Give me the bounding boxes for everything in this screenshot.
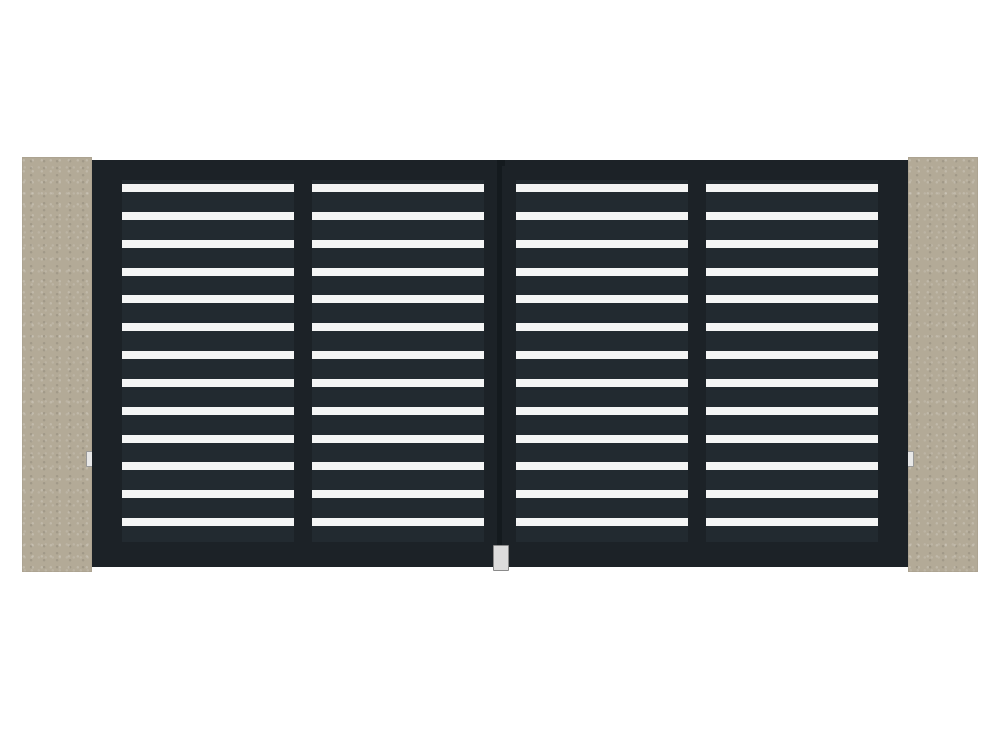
- slat-gap: [122, 211, 294, 220]
- slat-gap: [122, 323, 294, 332]
- gate-keyhole: [516, 522, 520, 526]
- slat-gap: [706, 239, 878, 248]
- left-stone-pillar: [22, 157, 92, 572]
- gate-panel: [122, 180, 294, 542]
- slat-gap: [516, 239, 688, 248]
- slat-gap: [312, 518, 484, 527]
- slat-gap: [516, 518, 688, 527]
- slat-gap: [122, 518, 294, 527]
- slat-gap: [516, 351, 688, 360]
- slat-gap: [706, 211, 878, 220]
- slat-gap: [516, 184, 688, 192]
- slat-gap: [706, 184, 878, 192]
- slat-gap: [706, 518, 878, 527]
- slat-gap: [312, 211, 484, 220]
- slat-gap: [122, 239, 294, 248]
- slat-gap: [312, 434, 484, 443]
- slat-gap: [122, 267, 294, 276]
- slat-gap: [122, 434, 294, 443]
- slat-gap: [706, 351, 878, 360]
- slat-gap: [122, 184, 294, 192]
- slat-gap: [312, 490, 484, 499]
- slat-gap: [706, 406, 878, 415]
- slat-gap: [706, 462, 878, 471]
- slat-gap: [706, 378, 878, 387]
- slat-gap: [312, 184, 484, 192]
- slat-gap: [122, 378, 294, 387]
- slat-gap: [312, 295, 484, 304]
- slat-gap: [122, 462, 294, 471]
- slat-gap: [706, 267, 878, 276]
- slat-gap: [706, 323, 878, 332]
- slat-gap: [516, 490, 688, 499]
- slat-gap: [312, 462, 484, 471]
- right-stone-pillar: [908, 157, 978, 572]
- slat-gap: [312, 351, 484, 360]
- slat-gap: [516, 434, 688, 443]
- slat-gap: [516, 406, 688, 415]
- slat-gap: [516, 462, 688, 471]
- slat-gap: [706, 434, 878, 443]
- slat-gap: [312, 378, 484, 387]
- gate-panel: [312, 180, 484, 542]
- slat-gap: [122, 295, 294, 304]
- gate-leaf-right: [502, 166, 894, 558]
- slat-gap: [122, 490, 294, 499]
- slat-gap: [516, 267, 688, 276]
- gate-panel: [706, 180, 878, 542]
- slat-gap: [312, 323, 484, 332]
- slat-gap: [516, 295, 688, 304]
- gate-frame: [92, 160, 908, 567]
- gate-panel: [516, 180, 688, 542]
- slat-gap: [706, 490, 878, 499]
- slat-gap: [516, 211, 688, 220]
- slat-gap: [312, 239, 484, 248]
- slat-gap: [516, 323, 688, 332]
- slat-gap: [312, 267, 484, 276]
- gate-latch[interactable]: [493, 545, 509, 571]
- slat-gap: [516, 378, 688, 387]
- slat-gap: [706, 295, 878, 304]
- slat-gap: [122, 406, 294, 415]
- gate-leaf-left: [106, 166, 498, 558]
- slat-gap: [312, 406, 484, 415]
- slat-gap: [122, 351, 294, 360]
- gate-center-post: [497, 160, 505, 567]
